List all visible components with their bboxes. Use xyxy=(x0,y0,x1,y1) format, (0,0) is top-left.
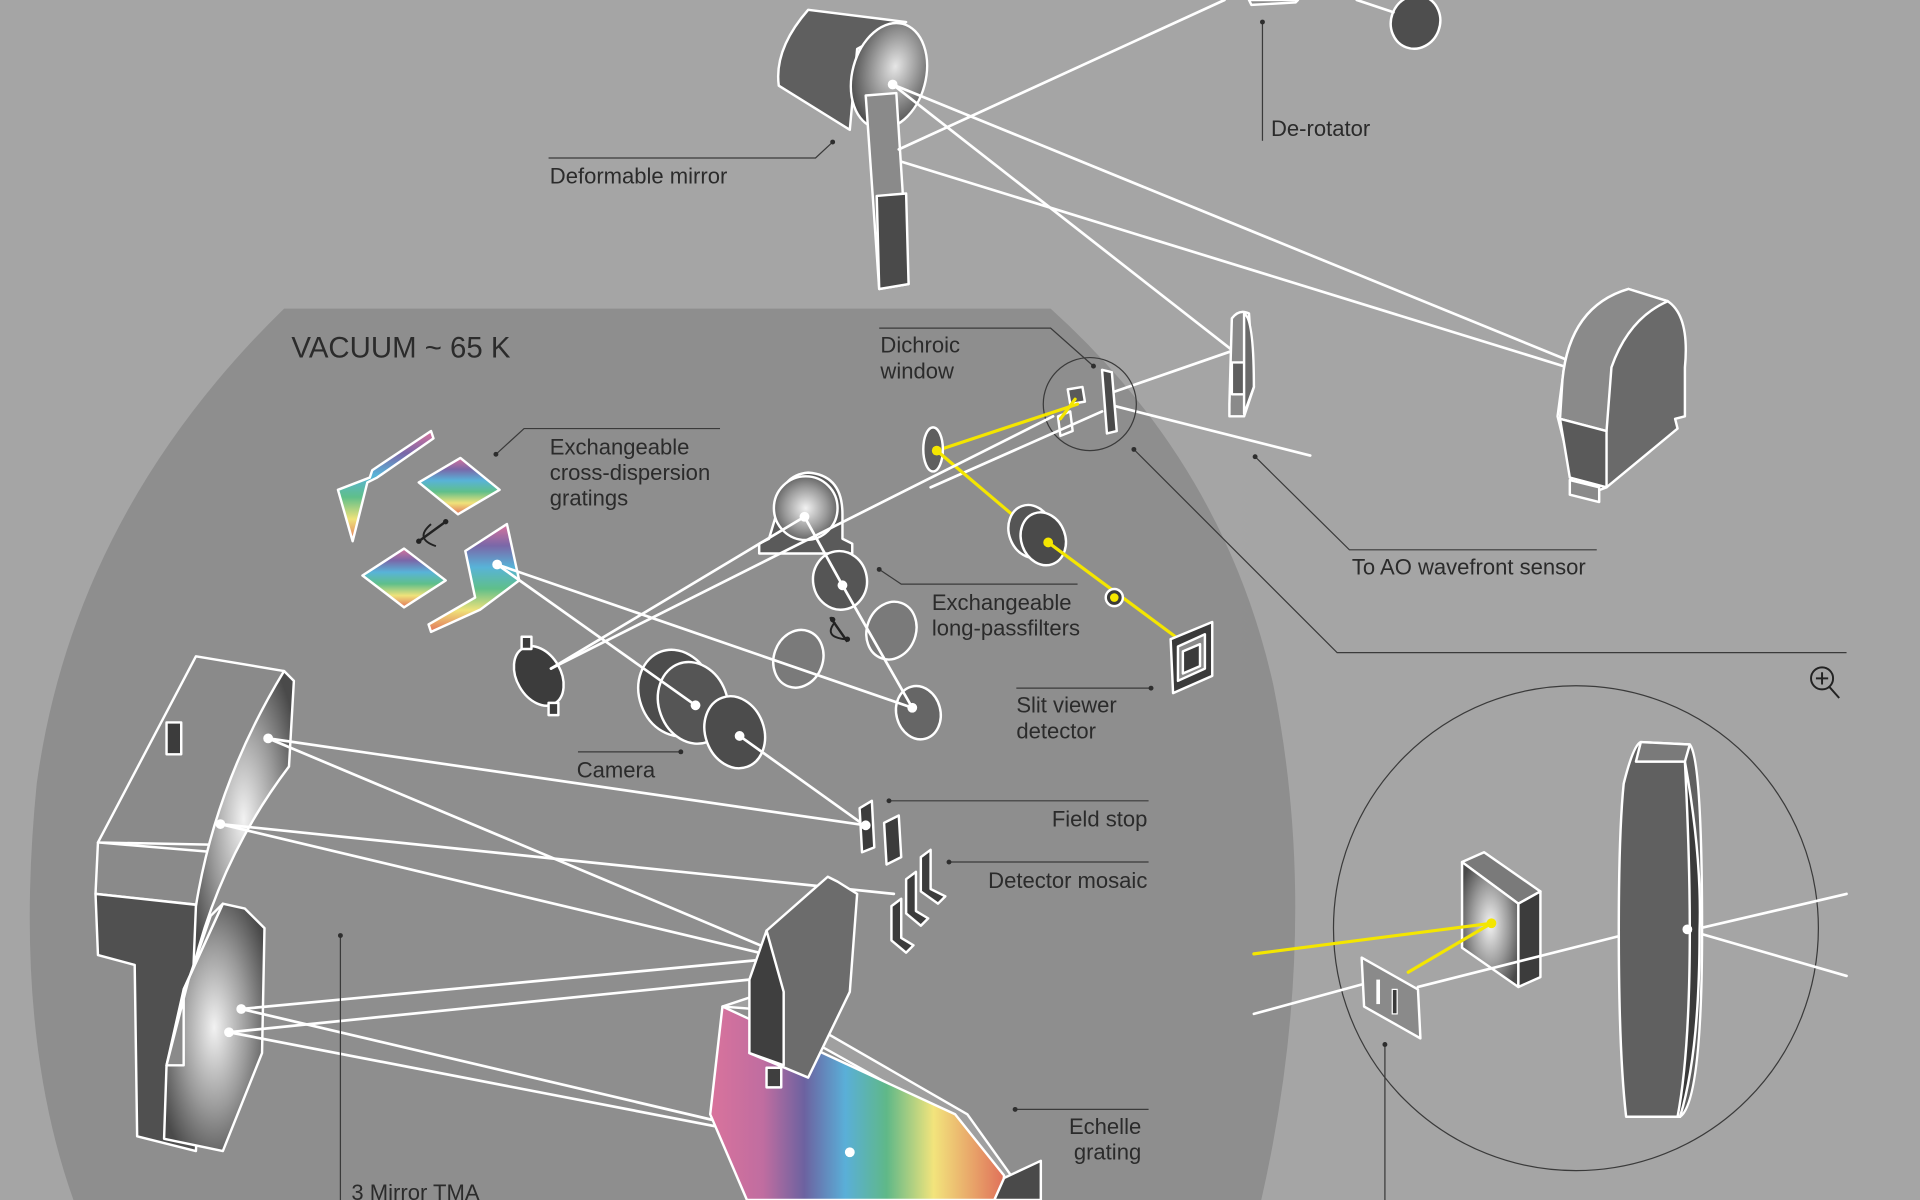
inset-circle xyxy=(1332,685,1819,1172)
label-cross-dispersion-line1: Exchangeable xyxy=(550,434,690,459)
cross-dispersion-gratings xyxy=(336,429,521,634)
label-slit-viewer-line1: Slit viewer xyxy=(1016,693,1116,718)
zoom-in-icon[interactable] xyxy=(1810,666,1840,699)
de-rotator xyxy=(1247,0,1442,50)
label-dichroic-line1: Dichroic xyxy=(880,333,960,358)
rotate-gratings-icon xyxy=(416,518,449,548)
detector-mosaic xyxy=(890,848,947,954)
inset-slit-components xyxy=(1252,740,1848,1118)
label-tma: 3 Mirror TMA xyxy=(351,1180,479,1200)
label-long-pass-line1: Exchangeable xyxy=(932,590,1072,615)
ao-pickoff-mirror xyxy=(1228,310,1256,418)
label-echelle-line2: grating xyxy=(1074,1140,1141,1165)
label-echelle-line1: Echelle xyxy=(1069,1114,1141,1139)
deformable-mirror xyxy=(776,8,929,291)
three-mirror-tma xyxy=(94,655,296,1153)
ao-relay-mirror xyxy=(1556,287,1687,504)
label-slit-viewer-line2: detector xyxy=(1016,718,1096,743)
fold-mirror xyxy=(512,635,565,717)
vacuum-title: VACUUM ~ 65 K xyxy=(291,332,510,365)
label-camera: Camera xyxy=(577,758,656,783)
label-field-stop: Field stop xyxy=(1052,807,1148,832)
label-dichroic-line2: window xyxy=(879,358,954,383)
slit-viewer-relay xyxy=(922,426,1178,639)
label-de-rotator: De-rotator xyxy=(1271,116,1370,141)
label-long-pass-line2: long-passfilters xyxy=(932,616,1080,641)
label-cross-dispersion-line2: cross-dispersion xyxy=(550,460,710,485)
echelle-slit-assembly xyxy=(748,875,859,1089)
label-detector-mosaic: Detector mosaic xyxy=(988,868,1147,893)
vacuum-enclosure xyxy=(29,308,1296,1200)
label-deformable-mirror: Deformable mirror xyxy=(550,164,728,189)
label-to-ao-wavefront-sensor: To AO wavefront sensor xyxy=(1352,554,1586,579)
rotate-filters-icon xyxy=(829,616,851,643)
field-stop xyxy=(858,799,903,866)
slit-viewer-detector xyxy=(1169,620,1214,695)
long-pass-filters xyxy=(772,515,943,741)
label-cross-dispersion-line3: gratings xyxy=(550,486,628,511)
